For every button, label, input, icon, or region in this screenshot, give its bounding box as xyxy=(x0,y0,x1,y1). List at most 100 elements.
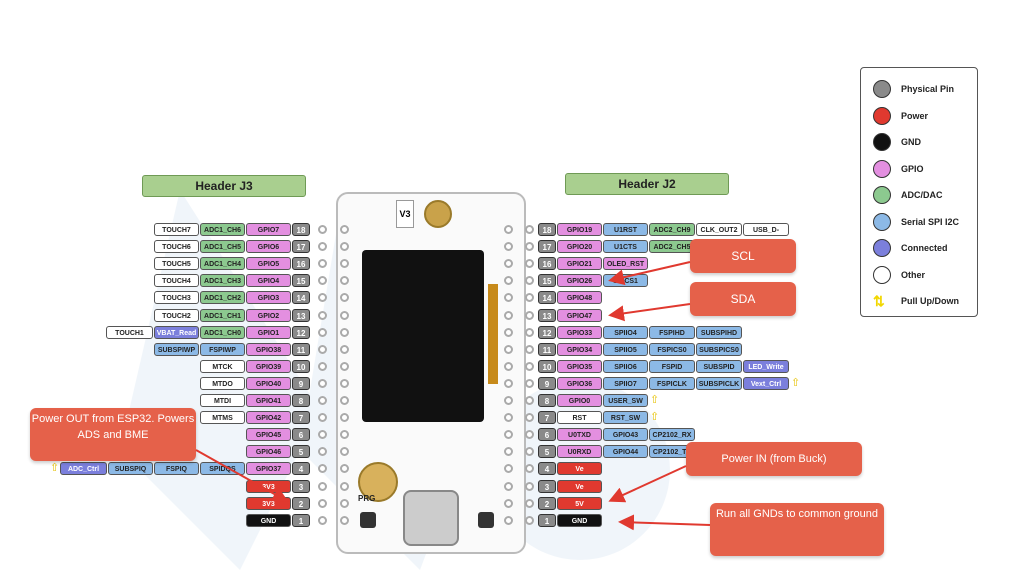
header-hole xyxy=(318,259,327,269)
header-hole xyxy=(504,225,513,234)
serial-label: SPIIO4 xyxy=(603,325,648,339)
header-hole xyxy=(504,396,513,405)
serial-label: CP2102_TX xyxy=(649,445,695,459)
serial-label: SPIDQS xyxy=(200,462,245,476)
rst-button[interactable] xyxy=(478,512,494,528)
gpio-label: GPIO48 xyxy=(557,291,602,305)
other-label: MTDO xyxy=(200,376,245,390)
connected-label: ADC_Ctrl xyxy=(60,462,107,476)
connected-label: VBAT_Read xyxy=(154,325,199,339)
serial-label: SUBSPIQ xyxy=(108,462,153,476)
physical-pin-number: 11 xyxy=(538,342,556,356)
gpio-label: GPIO7 xyxy=(246,223,291,236)
other-label: MTMS xyxy=(200,411,245,425)
gpio-label: GPIO19 xyxy=(557,223,602,236)
legend-label: GPIO xyxy=(901,163,924,174)
power-out-callout: Power OUT from ESP32. Powers ADS and BME xyxy=(30,408,196,461)
serial-label: SPIIO7 xyxy=(603,376,648,390)
other-label: CLK_OUT2 xyxy=(696,223,742,236)
gpio-label: GPIO35 xyxy=(557,359,602,373)
legend-swatch-icon xyxy=(873,239,891,257)
header-hole xyxy=(525,344,534,354)
header-hole xyxy=(504,430,513,440)
header-hole xyxy=(318,447,327,457)
other-label: RST xyxy=(557,411,602,425)
scl-callout: SCL xyxy=(690,239,796,273)
legend-label: GND xyxy=(901,137,921,147)
physical-pin-number: 11 xyxy=(292,342,310,356)
legend-label: Power xyxy=(901,110,929,121)
header-hole xyxy=(525,413,534,423)
other-label: MTDI xyxy=(200,394,245,407)
serial-label: GPIO43 xyxy=(603,428,648,442)
header-hole xyxy=(504,242,513,252)
pull-up-icon: ⇧ xyxy=(650,411,660,424)
adc-label: ADC1_CH1 xyxy=(200,308,245,322)
serial-label: SPICS1 xyxy=(603,274,648,288)
physical-pin-number: 7 xyxy=(538,411,556,425)
serial-label: SUBSPICLK xyxy=(696,376,742,390)
header-hole xyxy=(525,378,534,388)
physical-pin-number: 15 xyxy=(538,274,556,288)
gnd-label: GND xyxy=(246,513,291,527)
header-hole xyxy=(525,361,534,371)
gpio-label: GPIO37 xyxy=(246,462,291,476)
adc-label: ADC1_CH6 xyxy=(200,223,245,236)
gpio-label: GPIO47 xyxy=(557,308,602,322)
header-hole xyxy=(318,327,327,337)
legend-swatch-icon xyxy=(873,106,891,125)
physical-pin-number: 7 xyxy=(292,411,310,425)
physical-pin-number: 9 xyxy=(292,376,310,390)
header-hole xyxy=(504,413,513,423)
gpio-label: GPIO34 xyxy=(557,342,602,356)
header-hole xyxy=(525,259,534,269)
physical-pin-number: 2 xyxy=(538,496,556,510)
physical-pin-number: 2 xyxy=(292,496,310,510)
prg-button[interactable] xyxy=(360,512,376,528)
adc-label: ADC2_CH9 xyxy=(649,223,695,236)
physical-pin-number: 13 xyxy=(292,308,310,322)
header-hole xyxy=(340,327,349,337)
gpio-label: GPIO1 xyxy=(246,325,291,339)
usb-c-port xyxy=(403,490,459,546)
adc-label: ADC1_CH0 xyxy=(200,325,245,339)
header-hole xyxy=(340,413,349,423)
serial-label: SPIIO6 xyxy=(603,359,648,373)
header-hole xyxy=(504,344,513,354)
header-hole xyxy=(318,396,327,405)
prg-label: PRG xyxy=(358,494,376,503)
board-outline: V3 PRG xyxy=(336,192,526,554)
physical-pin-number: 3 xyxy=(292,479,310,493)
physical-pin-number: 4 xyxy=(292,462,310,476)
header-j3-title: Header J3 xyxy=(142,175,306,197)
serial-label: RST_SW xyxy=(603,411,648,425)
legend-label: ADC/DAC xyxy=(901,190,943,200)
header-hole xyxy=(504,293,513,303)
pull-up-icon: ⇧ xyxy=(791,376,801,389)
header-hole xyxy=(318,481,327,491)
serial-label: SUBSPID xyxy=(696,359,742,373)
header-hole xyxy=(525,515,534,525)
header-hole xyxy=(340,259,349,269)
other-label: USB_D- xyxy=(743,223,789,236)
header-hole xyxy=(525,430,534,440)
serial-label: SUBSPIWP xyxy=(154,342,199,356)
legend-label: Other xyxy=(901,269,926,280)
serial-label: GPIO44 xyxy=(603,445,648,459)
oled-screen xyxy=(362,250,484,422)
physical-pin-number: 9 xyxy=(538,376,556,390)
header-hole xyxy=(318,344,327,354)
legend-swatch-icon xyxy=(873,186,891,204)
serial-label: USER_SW xyxy=(603,394,648,407)
legend-label: Physical Pin xyxy=(901,84,955,94)
header-hole xyxy=(504,464,513,474)
physical-pin-number: 14 xyxy=(292,291,310,305)
serial-label: U1CTS xyxy=(603,240,648,254)
physical-pin-number: 10 xyxy=(292,359,310,373)
header-hole xyxy=(525,327,534,337)
header-hole xyxy=(340,276,349,286)
legend-swatch-icon xyxy=(873,212,891,231)
pull-up-icon: ⇧ xyxy=(650,394,660,406)
header-hole xyxy=(504,361,513,371)
physical-pin-number: 6 xyxy=(292,428,310,442)
